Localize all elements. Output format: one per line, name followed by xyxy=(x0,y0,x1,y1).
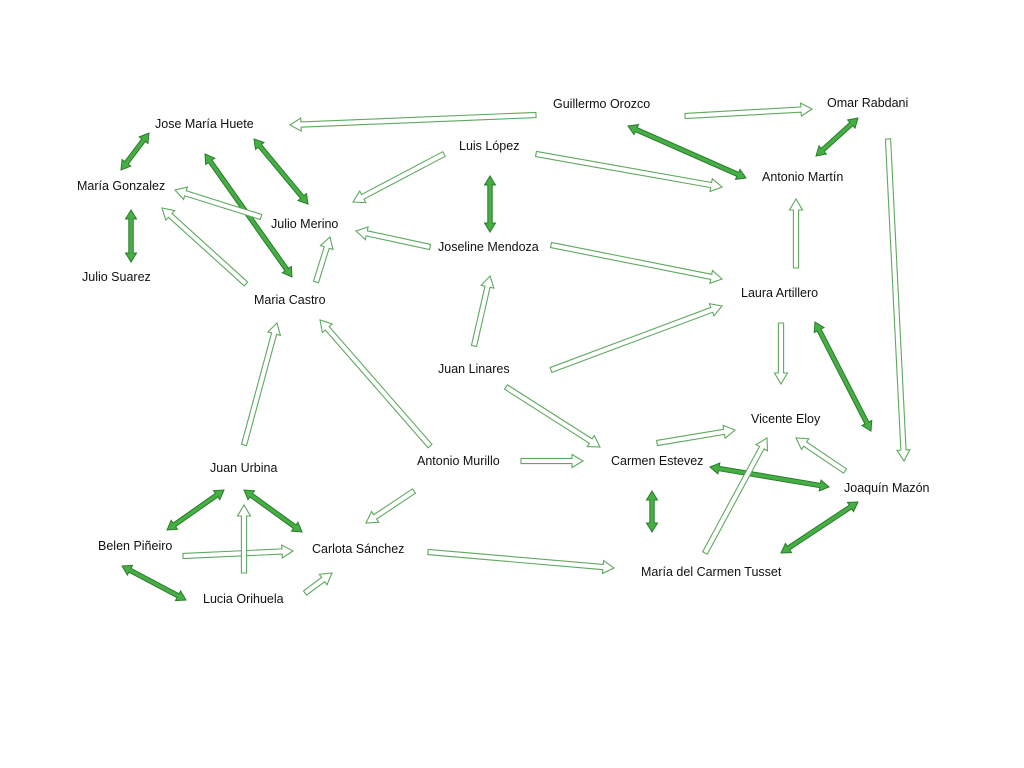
node-juan-linares: Juan Linares xyxy=(438,362,510,376)
edge-omar-rabdani-to-joaquin-mazon xyxy=(884,138,911,463)
edge-guillermo-orozco-to-antonio-martin xyxy=(627,123,747,181)
node-joseline-mendoza: Joseline Mendoza xyxy=(438,240,539,254)
edge-antonio-murillo-to-carlota-sanchez xyxy=(365,488,417,524)
edge-juan-linares-to-carmen-estevez xyxy=(503,384,601,448)
edge-luis-lopez-to-antonio-martin xyxy=(534,150,724,193)
edge-maria-gonzalez-to-julio-suarez xyxy=(124,209,138,263)
edge-laura-artillero-to-vicente-eloy xyxy=(773,322,789,386)
node-julio-merino: Julio Merino xyxy=(271,217,339,231)
node-lucia-orihuela: Lucia Orihuela xyxy=(203,592,284,606)
node-vicente-eloy: Vicente Eloy xyxy=(751,412,821,426)
edge-juan-urbina-to-belen-pineiro xyxy=(166,489,225,531)
edge-joseline-mendoza-to-julio-merino xyxy=(354,226,432,251)
edge-belen-pineiro-to-lucia-orihuela xyxy=(121,564,187,602)
edge-maria-del-carmen-tusset-to-vicente-eloy xyxy=(701,437,769,555)
node-carmen-estevez: Carmen Estevez xyxy=(611,454,704,468)
edge-joseline-mendoza-to-laura-artillero xyxy=(549,241,724,285)
edge-lucia-orihuela-to-carlota-sanchez xyxy=(302,572,333,596)
node-omar-rabdani: Omar Rabdani xyxy=(827,96,909,110)
edge-juan-linares-to-joseline-mendoza xyxy=(470,274,495,348)
node-guillermo-orozco: Guillermo Orozco xyxy=(553,97,651,111)
edge-joaquin-mazon-to-maria-del-carmen-tusset xyxy=(780,501,859,554)
node-antonio-martin: Antonio Martín xyxy=(762,170,844,184)
edge-antonio-murillo-to-carmen-estevez xyxy=(520,453,585,469)
node-maria-gonzalez: María Gonzalez xyxy=(77,179,166,193)
node-joaquin-mazon: Joaquín Mazón xyxy=(844,481,930,495)
edge-guillermo-orozco-to-jose-maria-huete xyxy=(288,111,537,132)
edge-guillermo-orozco-to-omar-rabdani xyxy=(684,102,814,120)
node-belen-pineiro: Belen Piñeiro xyxy=(98,539,173,553)
edge-lucia-orihuela-to-juan-urbina xyxy=(236,503,252,574)
edge-jose-maria-huete-to-julio-merino xyxy=(253,138,309,205)
edge-juan-urbina-to-maria-castro xyxy=(240,321,282,447)
node-carlota-sanchez: Carlota Sánchez xyxy=(312,542,405,556)
edge-luis-lopez-to-julio-merino xyxy=(352,150,446,204)
edge-luis-lopez-to-joseline-mendoza xyxy=(483,175,497,233)
edge-carmen-estevez-to-vicente-eloy xyxy=(655,424,737,447)
node-maria-castro: Maria Castro xyxy=(254,293,326,307)
node-luis-lopez: Luis López xyxy=(459,139,520,153)
node-antonio-murillo: Antonio Murillo xyxy=(417,454,500,468)
edge-jose-maria-huete-to-maria-gonzalez xyxy=(120,132,150,171)
edge-laura-artillero-to-antonio-martin xyxy=(788,197,804,269)
edge-maria-castro-to-julio-merino xyxy=(312,235,334,284)
node-maria-del-carmen-tusset: María del Carmen Tusset xyxy=(641,565,782,579)
edge-juan-linares-to-laura-artillero xyxy=(549,303,724,374)
edge-maria-castro-to-maria-gonzalez xyxy=(161,207,249,287)
edge-joaquin-mazon-to-vicente-eloy xyxy=(795,437,848,474)
edge-belen-pineiro-to-carlota-sanchez xyxy=(182,544,295,560)
node-jose-maria-huete: Jose María Huete xyxy=(155,117,254,131)
node-juan-urbina: Juan Urbina xyxy=(210,461,278,475)
edge-omar-rabdani-to-antonio-martin xyxy=(815,117,859,157)
node-laura-artillero: Laura Artillero xyxy=(741,286,819,300)
edge-carmen-estevez-to-joaquin-mazon xyxy=(709,462,830,492)
edge-antonio-murillo-to-maria-castro xyxy=(319,319,433,449)
edge-julio-merino-to-maria-gonzalez xyxy=(173,186,263,221)
edge-carlota-sanchez-to-maria-del-carmen-tusset xyxy=(427,548,616,575)
node-julio-suarez: Julio Suarez xyxy=(82,270,151,284)
edge-carmen-estevez-to-maria-del-carmen-tusset xyxy=(645,490,659,533)
edge-laura-artillero-to-joaquin-mazon xyxy=(813,321,873,432)
edge-juan-urbina-to-carlota-sanchez xyxy=(243,489,303,533)
